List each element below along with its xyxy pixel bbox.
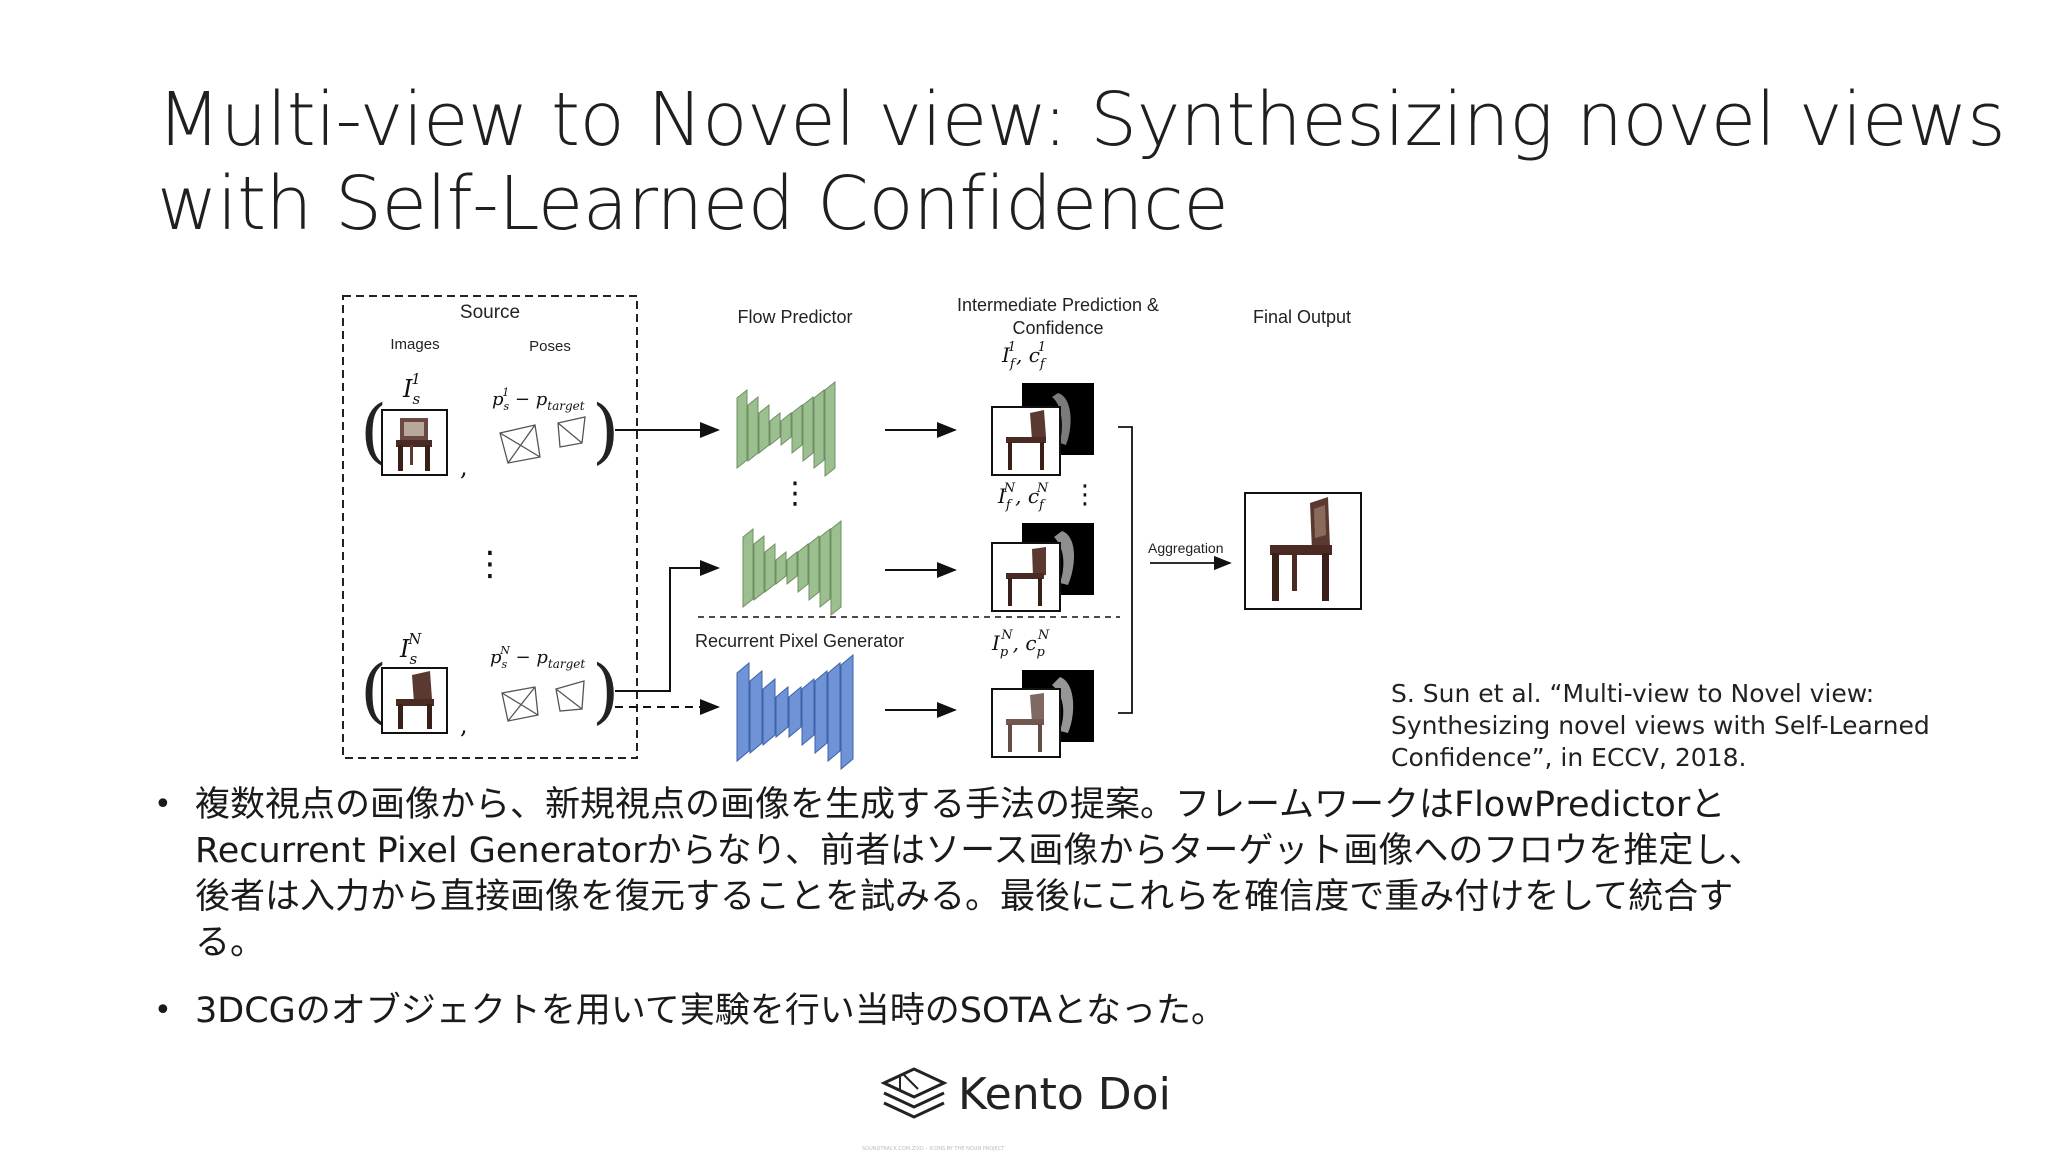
citation-line-3: Confidence”, in ECCV, 2018.: [1391, 743, 1747, 772]
flow-predictor-label: Flow Predictor: [737, 307, 852, 327]
poseN-math: psN − ptarget: [490, 644, 585, 671]
chair-icon: [1270, 497, 1332, 601]
bullet-item: • 複数視点の画像から、新規視点の画像を生成する手法の提案。フレームワークはFl…: [150, 782, 1910, 966]
source-image-n: [381, 667, 448, 734]
source-label: Source: [460, 302, 520, 323]
comma-1: ,: [460, 453, 468, 481]
flow-predictor-network-1: [736, 380, 836, 478]
architecture-diagram: Source Images Poses Is1 ( ) , ps1 − ptar…: [342, 295, 1362, 771]
intermediate-pair-1: [991, 383, 1094, 476]
bullet-1-line-3: 後者は入力から直接画像を復元することを試みる。最後にこれらを確信度で重み付けをし…: [195, 877, 1734, 917]
chair-icon: [1006, 410, 1046, 470]
bullet-1-line-2: Recurrent Pixel Generatorからなり、前者はソース画像から…: [195, 831, 1764, 871]
recurrent-pixel-generator-network: [736, 653, 854, 771]
footer-note: SOUNDTRACK.COM.ZIXO – ICONS BY THE NOUN …: [862, 1146, 1005, 1152]
citation-line-1: S. Sun et al. “Multi-view to Novel view:: [1391, 679, 1875, 708]
chair-icon: [396, 418, 432, 471]
bullet-dot: •: [154, 787, 172, 822]
isN-math: IsN: [399, 630, 422, 668]
chair-icon: [396, 671, 434, 729]
ifN-math: IfN, cfN: [997, 481, 1049, 513]
title-line-2: with Self-Learned Confidence: [157, 161, 1229, 247]
arrow-sourceN-flow: [615, 560, 720, 692]
intermediate-label-2: Confidence: [1012, 318, 1103, 338]
slide-title: Multi-view to Novel view: Synthesizing n…: [157, 77, 2006, 247]
is1-math: Is1: [402, 370, 421, 408]
bullet-dot: •: [154, 993, 172, 1028]
aggregation-label: Aggregation: [1148, 540, 1224, 556]
intermediate-pair-n: [991, 523, 1094, 612]
source-vdots: ⋮: [473, 544, 507, 584]
source-box: [342, 295, 638, 759]
right-paren-2: ): [592, 650, 619, 732]
intermediate-pair-rpg: [991, 670, 1094, 758]
citation: S. Sun et al. “Multi-view to Novel view:…: [1391, 678, 1951, 774]
bullet-list: • 複数視点の画像から、新規視点の画像を生成する手法の提案。フレームワークはFl…: [150, 782, 1910, 1056]
right-paren-1: ): [592, 390, 619, 472]
camera-pose-icon: [499, 416, 586, 464]
flow-predictor-network-n: [742, 519, 842, 617]
intermediate-label-1: Intermediate Prediction &: [957, 295, 1159, 315]
bullet-2-line-1: 3DCGのオブジェクトを用いて実験を行い当時のSOTAとなった。: [195, 991, 1227, 1031]
chair-icon: [1006, 547, 1046, 606]
citation-line-2: Synthesizing novel views with Self-Learn…: [1391, 711, 1930, 740]
confidence-map: [1052, 677, 1074, 733]
bullet-1-line-4: る。: [195, 923, 266, 963]
logo-text: Kento Doi: [958, 1068, 1171, 1120]
poses-label: Poses: [529, 338, 571, 355]
intermediate-vdots: ⋮: [1072, 480, 1098, 510]
recurrent-label: Recurrent Pixel Generator: [695, 631, 904, 651]
bullet-1-line-1: 複数視点の画像から、新規視点の画像を生成する手法の提案。フレームワークはFlow…: [195, 785, 1726, 825]
confidence-map: [1054, 531, 1075, 585]
images-label: Images: [390, 336, 439, 353]
aggregation-bracket: [1118, 426, 1133, 714]
ipN-math: IpN, cpN: [991, 628, 1050, 660]
title-line-1: Multi-view to Novel view: Synthesizing n…: [157, 77, 2006, 163]
confidence-map: [1052, 393, 1071, 445]
if1-math: If1, cf1: [1001, 340, 1047, 372]
flow-vdots: ⋮: [780, 476, 810, 511]
final-output-label: Final Output: [1253, 307, 1351, 327]
source-image-1: [381, 409, 448, 476]
camera-pose-icon: [501, 680, 585, 722]
pose1-math: ps1 − ptarget: [492, 386, 585, 413]
final-output-image: [1244, 492, 1362, 610]
author-logo: Kento Doi: [878, 1063, 1171, 1125]
comma-2: ,: [460, 711, 468, 739]
chair-icon: [1006, 693, 1044, 752]
stack-logo-icon: [880, 1067, 948, 1119]
bullet-item: • 3DCGのオブジェクトを用いて実験を行い当時のSOTAとなった。: [150, 988, 1910, 1034]
